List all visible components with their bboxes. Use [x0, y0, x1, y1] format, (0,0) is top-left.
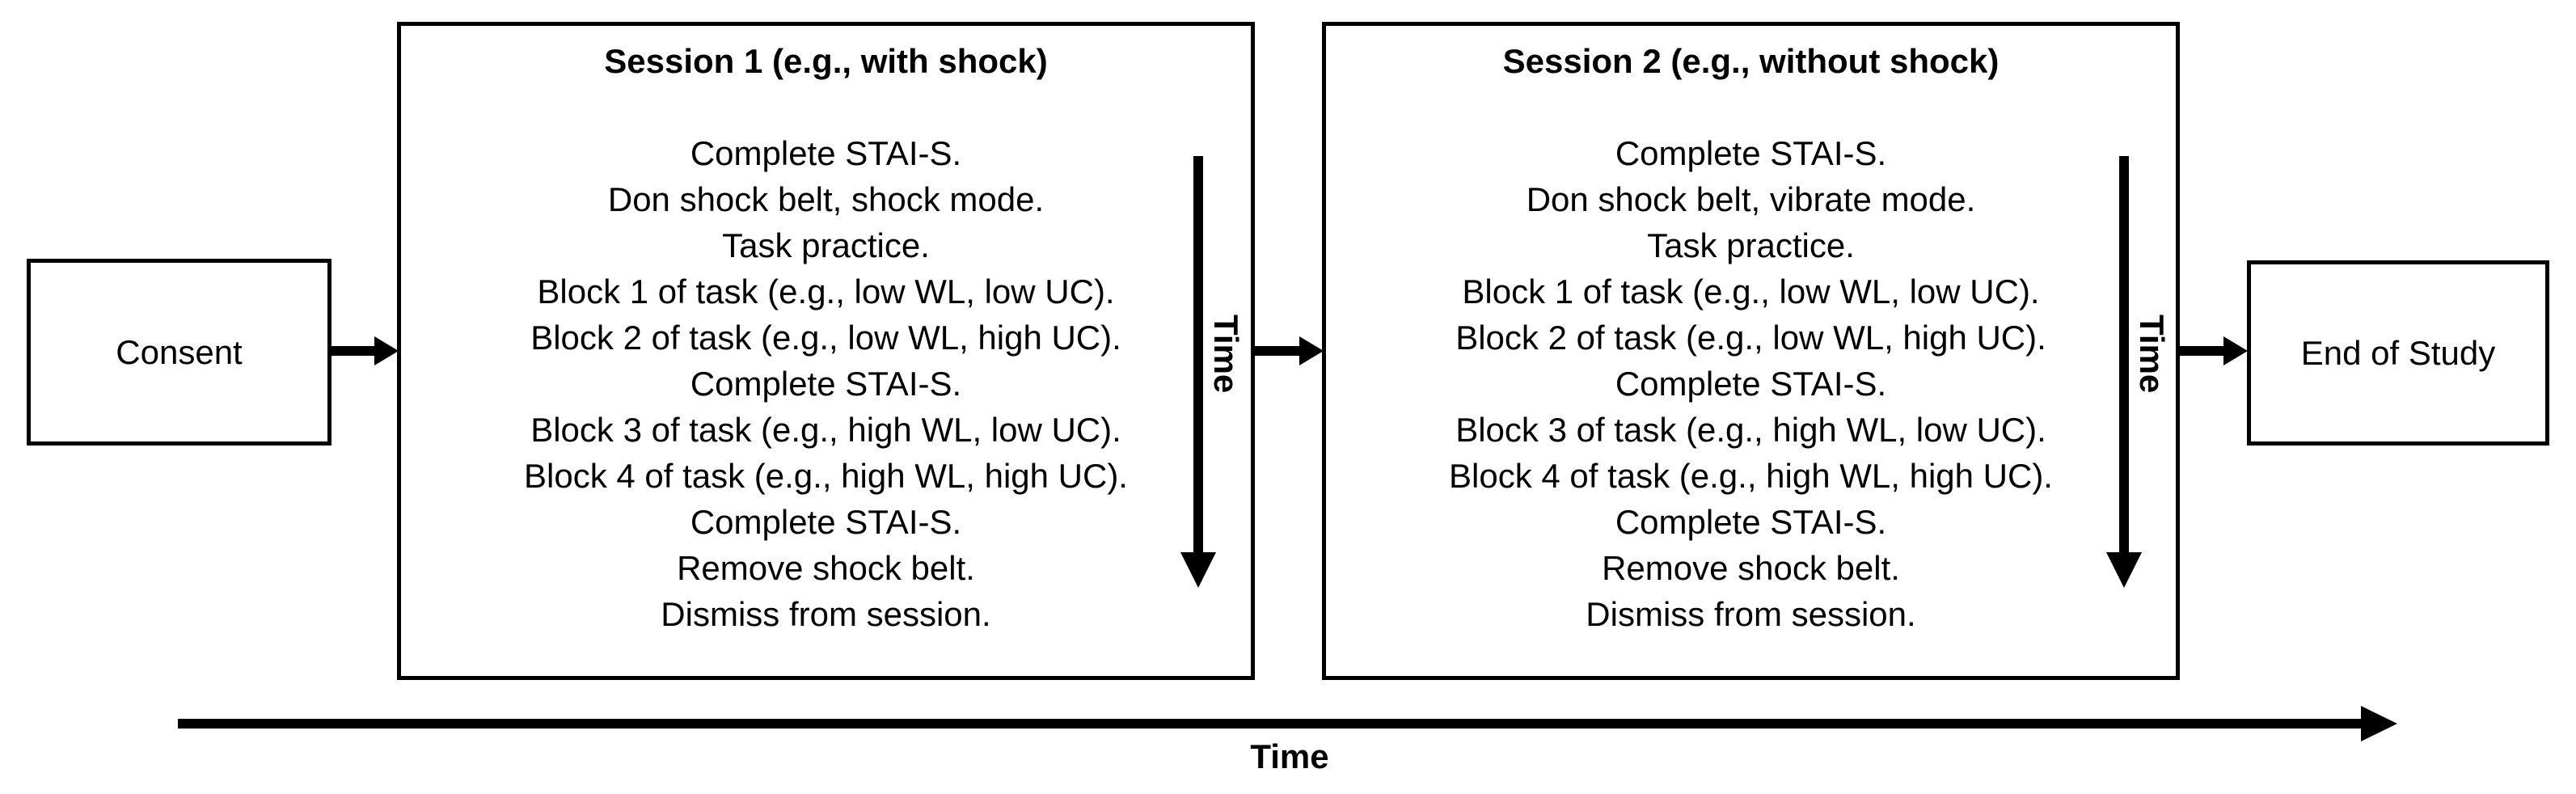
session-step: Block 3 of task (e.g., high WL, low UC).	[530, 411, 1121, 449]
end-of-study-label: End of Study	[2300, 333, 2496, 372]
session-2-box: Session 2 (e.g., without shock) Complete…	[1322, 22, 2180, 680]
session-2-time-arrow	[2119, 156, 2129, 552]
session-step: Task practice.	[722, 226, 930, 264]
session-step: Remove shock belt.	[1602, 549, 1900, 587]
session-step: Block 2 of task (e.g., low WL, high UC).	[530, 319, 1121, 357]
session-step: Don shock belt, vibrate mode.	[1526, 180, 1976, 218]
timeline-arrow	[178, 719, 2361, 729]
session-1-time-arrow	[1193, 156, 1203, 552]
arrowhead-right-icon	[374, 336, 399, 365]
arrowhead-right-icon	[1299, 336, 1324, 365]
session-step: Block 4 of task (e.g., high WL, high UC)…	[1449, 457, 2053, 495]
session-1-steps: Complete STAI-S. Don shock belt, shock m…	[401, 130, 1251, 637]
session-step: Block 4 of task (e.g., high WL, high UC)…	[524, 457, 1128, 495]
session-2-title: Session 2 (e.g., without shock)	[1502, 42, 2000, 80]
session-step: Block 3 of task (e.g., high WL, low UC).	[1455, 411, 2046, 449]
session-step: Remove shock belt.	[677, 549, 975, 587]
session-step: Block 1 of task (e.g., low WL, low UC).	[537, 272, 1115, 310]
session-step: Complete STAI-S.	[690, 503, 962, 541]
session-step: Don shock belt, shock mode.	[607, 180, 1045, 218]
arrowhead-down-icon	[1180, 552, 1216, 588]
arrowhead-right-icon	[2223, 336, 2248, 365]
session-step: Complete STAI-S.	[690, 134, 962, 172]
consent-label: Consent	[116, 332, 243, 371]
session-1-time-axis-label: Time	[1207, 315, 1245, 394]
session-1-box: Session 1 (e.g., with shock) Complete ST…	[397, 22, 1255, 680]
consent-box: Consent	[27, 259, 332, 446]
session-step: Dismiss from session.	[1586, 595, 1916, 633]
flow-arrow-session2-to-end	[2180, 346, 2223, 356]
session-step: Block 2 of task (e.g., low WL, high UC).	[1455, 319, 2046, 357]
arrowhead-down-icon	[2106, 552, 2142, 588]
session-1-title: Session 1 (e.g., with shock)	[604, 42, 1048, 80]
session-step: Dismiss from session.	[661, 595, 991, 633]
session-step: Complete STAI-S.	[690, 365, 962, 403]
session-step: Task practice.	[1647, 226, 1855, 264]
arrowhead-right-icon	[2361, 706, 2397, 741]
flow-arrow-consent-to-session1	[331, 346, 374, 356]
flow-arrow-session1-to-session2	[1254, 346, 1299, 356]
end-of-study-box: End of Study	[2247, 260, 2549, 446]
session-step: Complete STAI-S.	[1615, 503, 1887, 541]
session-2-time-axis-label: Time	[2133, 315, 2171, 394]
session-step: Complete STAI-S.	[1615, 365, 1887, 403]
session-step: Block 1 of task (e.g., low WL, low UC).	[1462, 272, 2040, 310]
session-2-steps: Complete STAI-S. Don shock belt, vibrate…	[1326, 130, 2176, 637]
timeline-label: Time	[1250, 737, 1329, 775]
session-step: Complete STAI-S.	[1615, 134, 1887, 172]
